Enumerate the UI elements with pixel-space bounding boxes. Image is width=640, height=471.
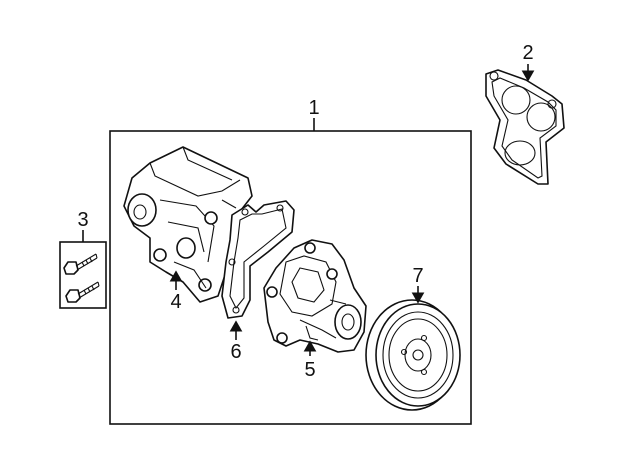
assembly-frame	[109, 130, 472, 425]
callout-4: 4	[170, 291, 181, 313]
callout-7: 7	[412, 265, 423, 287]
callout-2: 2	[522, 42, 533, 64]
callout-6: 6	[230, 341, 241, 363]
pump-housing[interactable]	[123, 146, 253, 303]
callout-3: 3	[77, 209, 88, 231]
water-pump[interactable]	[263, 239, 367, 353]
callout-5: 5	[304, 359, 315, 381]
bolt-upper[interactable]	[63, 253, 98, 275]
bolt-lower[interactable]	[65, 281, 100, 303]
outlet-gasket[interactable]	[485, 69, 565, 185]
callout-1: 1	[308, 97, 319, 119]
pump-gasket[interactable]	[221, 200, 295, 319]
pump-pulley[interactable]	[365, 299, 461, 411]
